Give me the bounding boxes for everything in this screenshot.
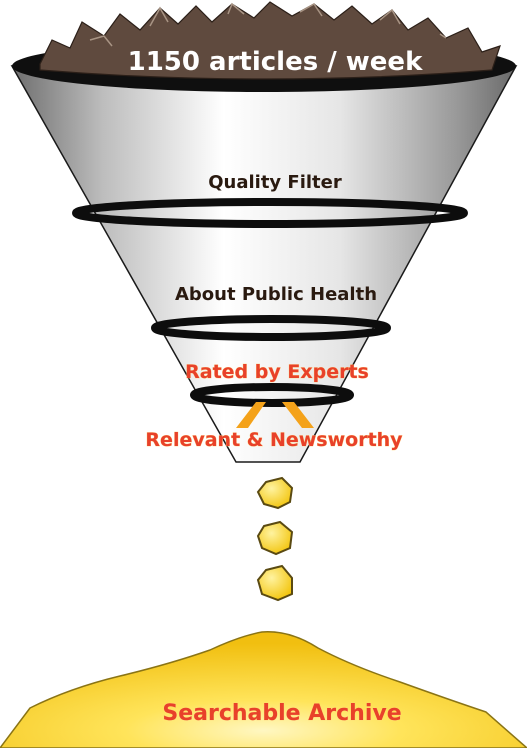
ring-1 <box>72 198 468 228</box>
gold-nugget-3 <box>256 564 293 602</box>
output-label-archive: Searchable Archive <box>162 701 401 726</box>
stage-label-relevant: Relevant & Newsworthy <box>145 429 403 451</box>
stage-label-experts: Rated by Experts <box>185 361 369 383</box>
chevron-right-icon <box>282 402 314 428</box>
stage-label-input: 1150 articles / week <box>128 47 423 77</box>
ring-2 <box>151 315 391 341</box>
gold-archive-pile <box>0 631 527 749</box>
ring-3 <box>190 383 354 407</box>
stage-label-quality: Quality Filter <box>208 172 342 193</box>
rocks-highlights <box>89 2 447 47</box>
rocks-pile <box>39 1 501 80</box>
stage-label-public-health: About Public Health <box>175 284 377 305</box>
gold-nugget-1 <box>256 476 294 510</box>
gold-nugget-2 <box>256 520 294 556</box>
chevron-left-icon <box>236 402 266 428</box>
